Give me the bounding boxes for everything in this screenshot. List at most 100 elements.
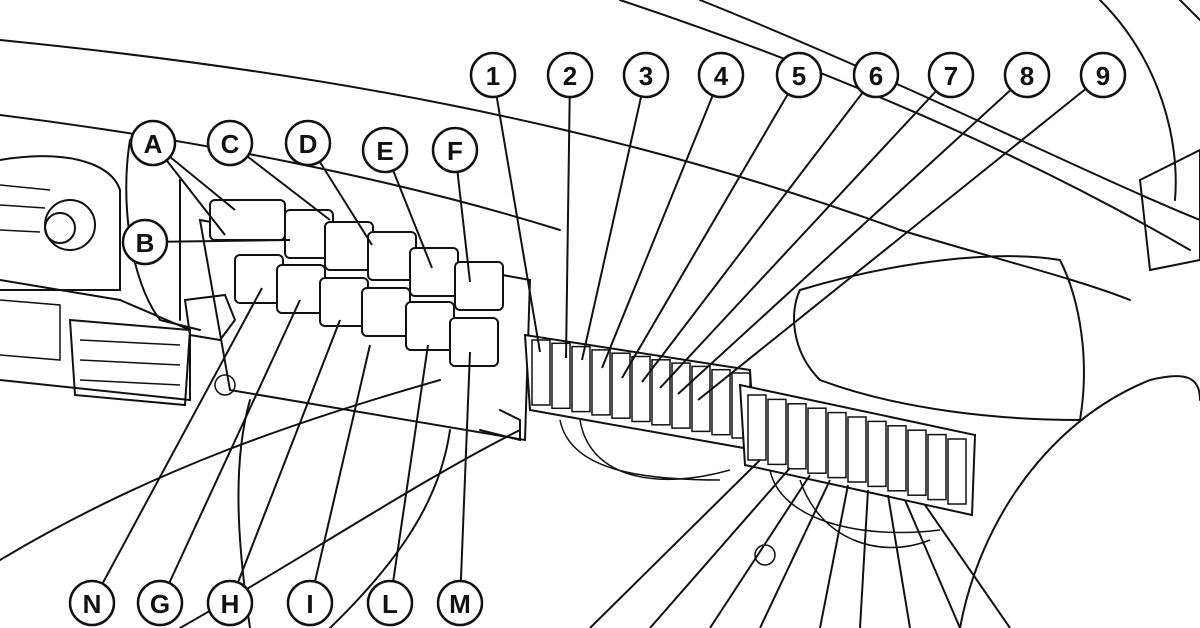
fuse — [631, 355, 651, 423]
relay — [405, 301, 455, 351]
fuse-callout: 8 — [1003, 51, 1051, 99]
leader-line — [565, 74, 571, 359]
callout-circle — [284, 119, 332, 167]
callout-circle — [927, 51, 975, 99]
callout-label: C — [221, 129, 240, 159]
leader-line — [887, 494, 911, 628]
callout-circle — [206, 119, 254, 167]
leader-line — [649, 467, 791, 628]
relay-callout: F — [431, 126, 479, 174]
relay-callout: H — [206, 579, 254, 627]
fuse — [927, 433, 947, 501]
callout-circle — [775, 51, 823, 99]
leader-line — [144, 239, 291, 243]
fuse — [671, 362, 691, 429]
leader-line — [924, 504, 1011, 628]
relay — [324, 221, 374, 271]
leader-line — [697, 74, 1104, 401]
fuse-box-lower — [738, 383, 977, 549]
fuse — [867, 420, 887, 488]
relay-callout: A — [129, 119, 177, 167]
relay-callout: I — [286, 579, 334, 627]
relay — [409, 247, 459, 297]
relay-callout: G — [136, 579, 184, 627]
relay-callout: L — [366, 579, 414, 627]
callout-circle — [286, 579, 334, 627]
fuse-callout: 1 — [469, 51, 517, 99]
relay — [454, 261, 504, 311]
leader-line — [601, 74, 722, 369]
callout-circle — [1079, 51, 1127, 99]
leader-line — [709, 474, 811, 628]
leader-line — [159, 299, 301, 604]
fuse-callout: 6 — [852, 51, 900, 99]
leader-line — [309, 344, 371, 604]
callout-label: 6 — [869, 61, 883, 91]
relay — [361, 287, 411, 337]
callout-label: E — [376, 136, 393, 166]
callout-circle — [546, 51, 594, 99]
relay-callout: C — [206, 119, 254, 167]
callout-label: M — [449, 589, 471, 619]
leader-line — [677, 74, 1028, 395]
fuse — [531, 339, 551, 406]
fuse — [551, 342, 571, 410]
callout-label: L — [382, 589, 398, 619]
callout-label: F — [447, 136, 463, 166]
fuse — [747, 394, 767, 461]
leader-line — [229, 319, 341, 604]
fuse — [827, 411, 847, 479]
fuse — [611, 352, 631, 419]
callout-circle — [1003, 51, 1051, 99]
fuse-callout: 5 — [775, 51, 823, 99]
callout-label: 7 — [944, 61, 958, 91]
relay — [319, 277, 369, 327]
fuse-box-upper — [523, 333, 757, 481]
callout-label: N — [83, 589, 102, 619]
relay-callout: D — [284, 119, 332, 167]
callout-circle — [697, 51, 745, 99]
callout-circle — [622, 51, 670, 99]
leader-line — [621, 74, 800, 379]
callout-circle — [136, 579, 184, 627]
fuse-callout: 4 — [697, 51, 745, 99]
fuse — [571, 345, 591, 413]
relay — [449, 317, 499, 367]
fuse — [591, 349, 611, 416]
callout-label: 4 — [714, 61, 729, 91]
relay-callout: N — [68, 579, 116, 627]
fuse — [651, 359, 671, 426]
callout-label: 5 — [792, 61, 806, 91]
relay — [234, 254, 284, 304]
leader-line — [759, 479, 831, 628]
callout-circle — [436, 579, 484, 627]
leader-line — [459, 351, 471, 604]
leader-line — [859, 489, 869, 628]
callout-label: 8 — [1020, 61, 1034, 91]
fuse — [787, 403, 807, 470]
fuse — [947, 438, 967, 505]
relay — [209, 199, 286, 241]
relay-callout: B — [121, 218, 169, 266]
callout-circle — [469, 51, 517, 99]
callout-label: 1 — [486, 61, 500, 91]
fuse — [847, 416, 867, 483]
relay-callout: M — [436, 579, 484, 627]
callout-label: I — [306, 589, 313, 619]
callout-label: G — [150, 589, 170, 619]
fuse — [711, 368, 731, 436]
leader-line — [389, 344, 429, 604]
callout-circle — [129, 119, 177, 167]
callout-label: 2 — [563, 61, 577, 91]
fuse — [807, 407, 827, 474]
leader-line — [641, 74, 877, 383]
callout-circle — [121, 218, 169, 266]
callout-circle — [361, 126, 409, 174]
callout-circle — [68, 579, 116, 627]
callout-circle — [366, 579, 414, 627]
relay — [367, 231, 417, 281]
callout-circle — [206, 579, 254, 627]
relay-callout: E — [361, 126, 409, 174]
